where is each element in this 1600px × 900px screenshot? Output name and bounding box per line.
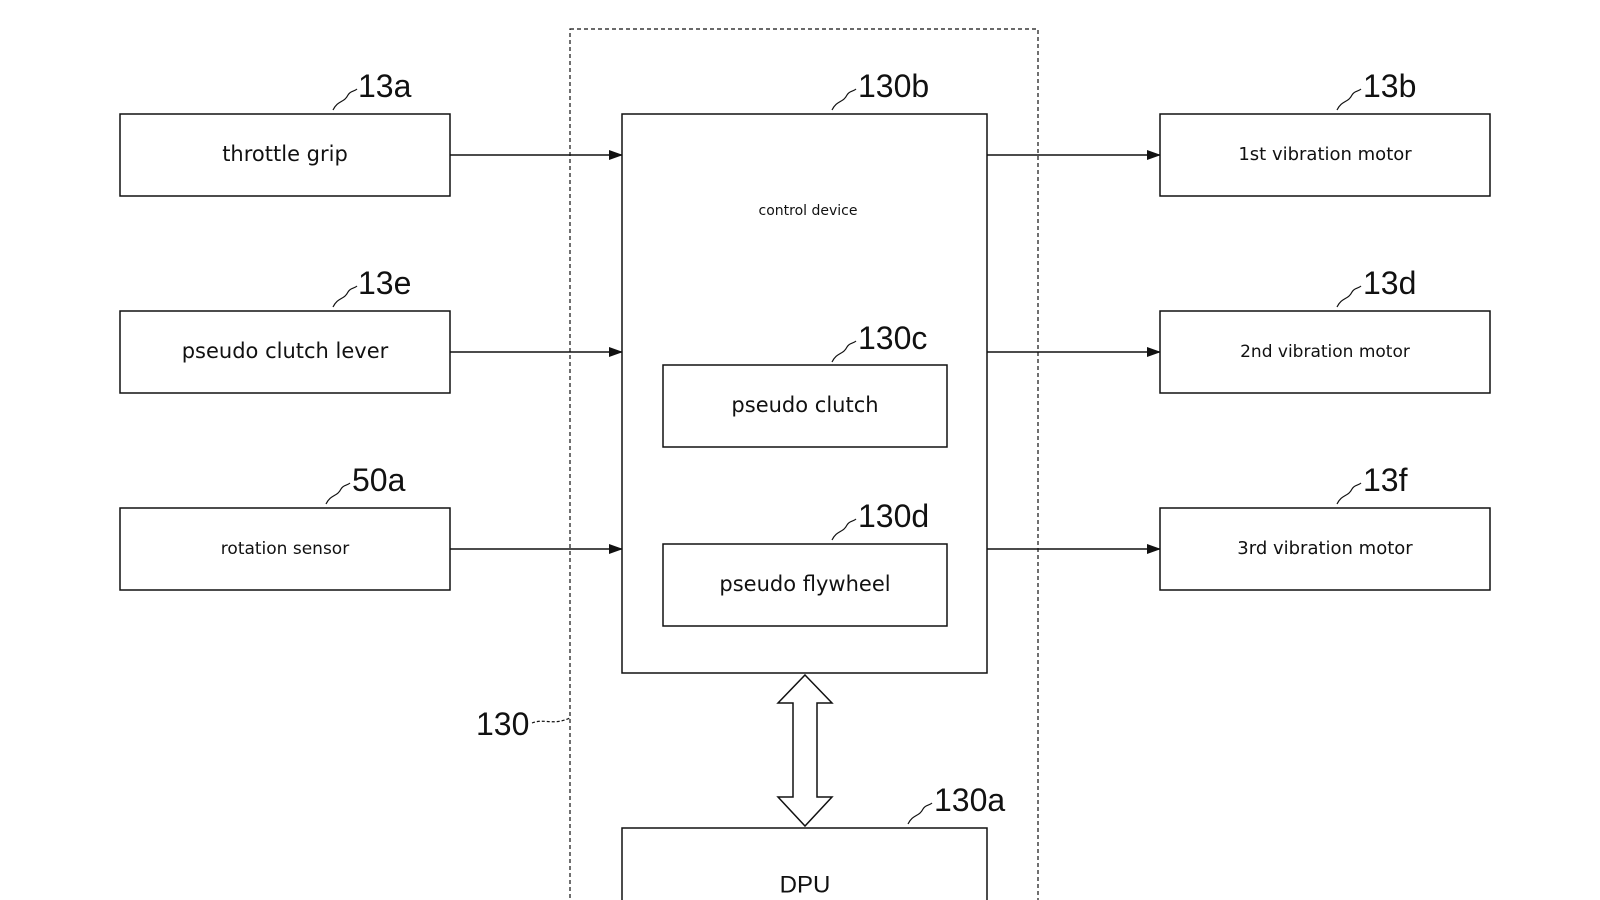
svg-text:130d: 130d xyxy=(858,498,929,534)
system-ref-label: 130 xyxy=(476,706,529,742)
input-throttle-grip: throttle grip 13a xyxy=(119,68,451,197)
output-3rd-vibration-motor: 3rd vibration motor 13f xyxy=(1159,462,1491,591)
svg-text:130a: 130a xyxy=(934,782,1005,818)
input-rotation-sensor: rotation sensor 50a xyxy=(119,462,451,591)
svg-text:1st vibration motor: 1st vibration motor xyxy=(1238,144,1412,165)
svg-text:3rd vibration motor: 3rd vibration motor xyxy=(1237,538,1413,559)
system-boundary xyxy=(569,28,1039,900)
dpu-box: DPU 130a xyxy=(621,782,1005,900)
svg-text:13a: 13a xyxy=(358,68,412,104)
pseudo-flywheel-box: pseudo flywheel 130d xyxy=(662,498,948,627)
svg-text:rotation sensor: rotation sensor xyxy=(221,539,349,559)
svg-text:pseudo flywheel: pseudo flywheel xyxy=(719,572,890,596)
bidirectional-arrow xyxy=(776,673,834,828)
svg-text:throttle grip: throttle grip xyxy=(222,142,348,166)
svg-text:13b: 13b xyxy=(1363,68,1416,104)
svg-text:130b: 130b xyxy=(858,68,929,104)
svg-text:2nd vibration motor: 2nd vibration motor xyxy=(1240,342,1410,362)
svg-text:13f: 13f xyxy=(1363,462,1408,498)
svg-text:130c: 130c xyxy=(858,320,927,356)
input-pseudo-clutch-lever: pseudo clutch lever 13e xyxy=(119,265,451,394)
svg-text:pseudo clutch: pseudo clutch xyxy=(731,393,878,417)
output-1st-vibration-motor: 1st vibration motor 13b xyxy=(1159,68,1491,197)
svg-text:pseudo clutch lever: pseudo clutch lever xyxy=(182,339,389,363)
svg-text:DPU: DPU xyxy=(780,871,831,898)
pseudo-clutch-box: pseudo clutch 130c xyxy=(662,320,948,448)
output-2nd-vibration-motor: 2nd vibration motor 13d xyxy=(1159,265,1491,394)
svg-text:50a: 50a xyxy=(352,462,406,498)
system-ref-leader xyxy=(531,717,571,724)
svg-text:13d: 13d xyxy=(1363,265,1416,301)
svg-text:control device: control device xyxy=(759,203,858,219)
svg-text:13e: 13e xyxy=(358,265,411,301)
